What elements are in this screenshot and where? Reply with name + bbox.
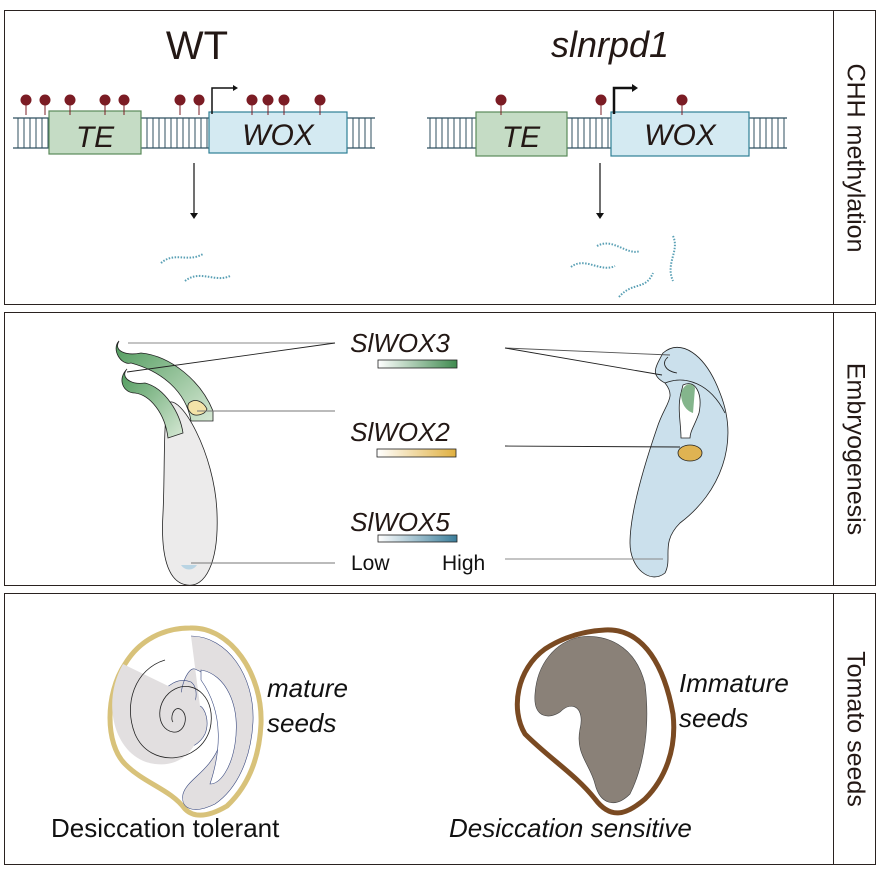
wt-caption-line2: seeds <box>267 708 336 738</box>
panel-chh-methylation: CHH methylation WT slnrpd1 TE WOX <box>4 10 876 305</box>
mutant-cotyledon-2 <box>664 379 726 414</box>
panel-tomato-seeds: Tomato seeds mature seeds Desiccation to… <box>4 593 876 865</box>
wt-wox-label: WOX <box>242 119 315 152</box>
wt-tss-arrow-icon <box>211 87 233 114</box>
methyl-mark-icon <box>495 94 507 106</box>
mutant-rna-transcripts <box>570 235 676 298</box>
wt-rna-transcripts <box>160 253 231 282</box>
methyl-mark-icon <box>676 94 688 106</box>
mutant-te-box <box>475 111 568 157</box>
wt-embryo-spiral <box>130 659 212 759</box>
wt-methylation-marks <box>20 94 326 115</box>
mutant-caption-line1: Immature <box>679 668 789 698</box>
seeds-diagram: mature seeds Desiccation tolerant Immatu… <box>51 625 789 843</box>
methyl-mark-icon <box>174 94 186 106</box>
mutant-wox3-domain <box>681 384 695 413</box>
wt-te-box <box>48 110 142 155</box>
methyl-mark-icon <box>193 94 205 106</box>
mutant-embryo-blob <box>534 636 648 803</box>
wt-phenotype-label: Desiccation tolerant <box>51 813 280 843</box>
mutant-title: slnrpd1 <box>551 24 669 65</box>
mutant-tss-arrow-icon <box>612 86 632 114</box>
wt-embryo <box>115 340 218 585</box>
side-label-tomato-seeds: Tomato seeds <box>841 651 869 807</box>
legend-gradient-wox5 <box>377 534 458 543</box>
mutant-wox-box <box>610 111 750 157</box>
mutant-methylation-marks <box>495 94 688 115</box>
methyl-mark-icon <box>118 94 130 106</box>
wt-cotyledon-inner <box>121 368 184 439</box>
legend-gene-1: SlWOX2 <box>350 417 450 447</box>
mutant-te-label: TE <box>502 121 541 154</box>
side-label-box: Embryogenesis <box>833 313 875 585</box>
wt-mature-seed <box>107 625 264 818</box>
side-label-embryogenesis: Embryogenesis <box>841 362 869 536</box>
wt-caption-line1: mature <box>267 673 348 703</box>
methyl-mark-icon <box>99 94 111 106</box>
legend-gradient-wox3 <box>377 359 458 369</box>
side-label-chh-methylation: CHH methylation <box>841 63 869 252</box>
mutant-embryo <box>629 347 729 578</box>
wt-title: WT <box>166 24 228 68</box>
mutant-pointer-lines <box>504 347 681 560</box>
legend-gradient-wox2 <box>376 448 457 458</box>
embryogenesis-diagram: SlWOX3 SlWOX2 SlWOX5 Low High <box>115 328 729 585</box>
wt-pointer-lines <box>126 342 336 564</box>
scale-high-label: High <box>442 552 485 575</box>
methyl-mark-icon <box>20 94 32 106</box>
expression-legend: SlWOX3 SlWOX2 SlWOX5 Low High <box>350 328 485 575</box>
scale-low-label: Low <box>351 552 390 575</box>
side-label-box: Tomato seeds <box>833 594 875 864</box>
methyl-mark-icon <box>64 94 76 106</box>
methyl-mark-icon <box>246 94 258 106</box>
mutant-phenotype-label: Desiccation sensitive <box>449 813 692 843</box>
mutant-wox2-domain <box>677 444 703 462</box>
mutant-wox-label: WOX <box>644 119 717 152</box>
wt-endosperm-gap <box>200 669 237 785</box>
methyl-mark-icon <box>39 94 51 106</box>
mutant-caption-line2: seeds <box>679 703 748 733</box>
wt-wox-box <box>208 111 348 154</box>
wt-cotyledon-outer <box>115 340 214 422</box>
mutant-immature-seed <box>514 627 677 816</box>
wt-te-label: TE <box>76 121 115 154</box>
methyl-mark-icon <box>262 94 274 106</box>
side-label-box: CHH methylation <box>833 11 875 304</box>
legend-gene-2: SlWOX5 <box>350 507 450 537</box>
panel-embryogenesis: Embryogenesis SlWOX3 SlWOX2 <box>4 312 876 586</box>
methylation-diagram: WT slnrpd1 TE WOX TE WOX <box>13 24 787 298</box>
wt-root-meristem <box>181 565 197 570</box>
methyl-mark-icon <box>278 94 290 106</box>
methyl-mark-icon <box>314 94 326 106</box>
methyl-mark-icon <box>595 94 607 106</box>
wt-shoot-meristem <box>187 400 208 416</box>
legend-gene-0: SlWOX3 <box>350 328 450 358</box>
mutant-cotyledon <box>664 356 678 374</box>
